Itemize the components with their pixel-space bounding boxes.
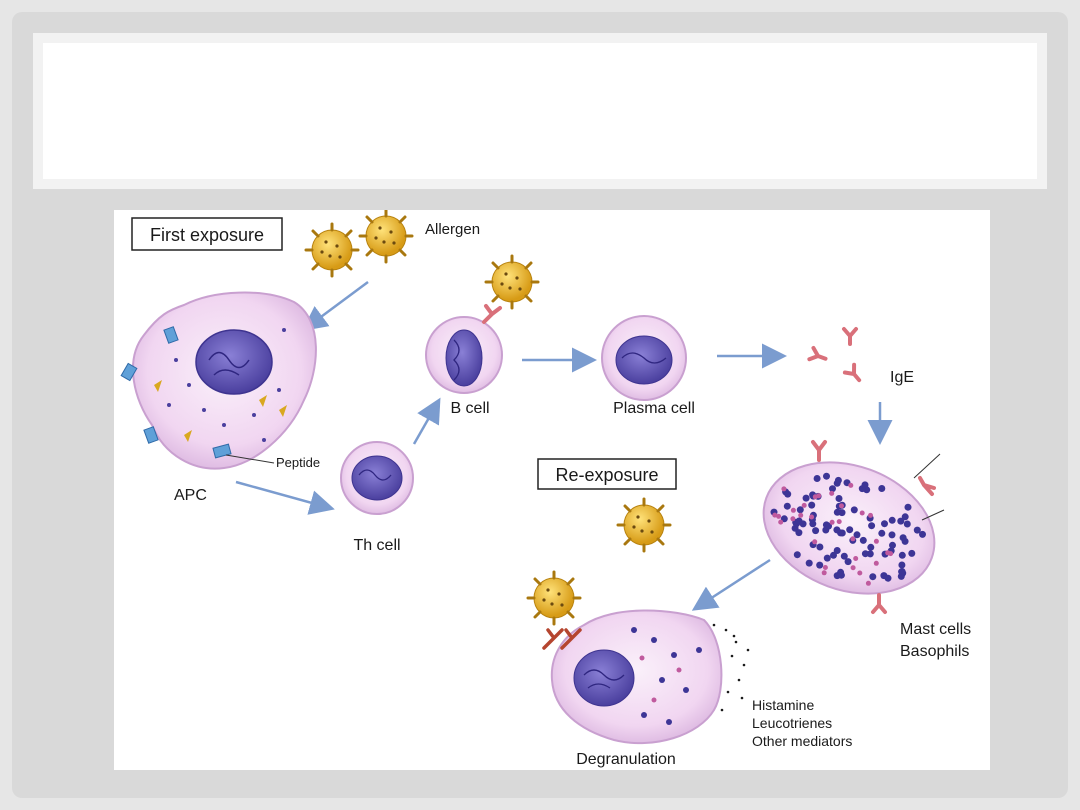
arrow-th-b [412, 397, 441, 445]
allergen-b-cell [484, 254, 540, 310]
degranulation-cell [542, 609, 750, 745]
other-mediators-label: Other mediators [752, 733, 852, 749]
plasma-cell [601, 315, 687, 401]
peptide-pointer [225, 454, 275, 464]
degranulation-label: Degranulation [576, 751, 676, 768]
ige-antibodies [807, 327, 866, 386]
title-area [43, 43, 1037, 179]
mast-cell [762, 440, 945, 614]
re-exposure-box: Re-exposure [537, 458, 677, 490]
th-cell [340, 441, 414, 515]
allergen-label: Allergen [425, 221, 480, 238]
leucotrienes-label: Leucotrienes [752, 715, 832, 731]
arrow-mast-degranulation [691, 558, 771, 611]
histamine-label: Histamine [752, 697, 814, 713]
peptide-label: Peptide [276, 455, 320, 470]
apc-label: APC [174, 487, 207, 504]
first-exposure-label: First exposure [150, 225, 264, 245]
b-cell [425, 304, 503, 394]
allergen-icon [304, 210, 414, 278]
allergen-re-exposure [616, 497, 672, 553]
allergen-degranulation [526, 570, 582, 626]
b-cell-label: B cell [450, 400, 489, 417]
title-placeholder[interactable] [33, 33, 1047, 189]
basophils-label: Basophils [900, 643, 969, 660]
th-cell-label: Th cell [353, 537, 400, 554]
ige-label: IgE [890, 369, 914, 386]
allergy-diagram: First exposure Allergen Peptide APC [114, 210, 990, 770]
re-exposure-label: Re-exposure [555, 465, 658, 485]
plasma-cell-label: Plasma cell [613, 400, 695, 417]
first-exposure-box: First exposure [131, 217, 283, 251]
arrow-apc-th [235, 480, 335, 515]
arrow-allergen-apc [301, 280, 369, 331]
apc-cell [120, 291, 317, 470]
mast-cells-label: Mast cells [900, 621, 971, 638]
